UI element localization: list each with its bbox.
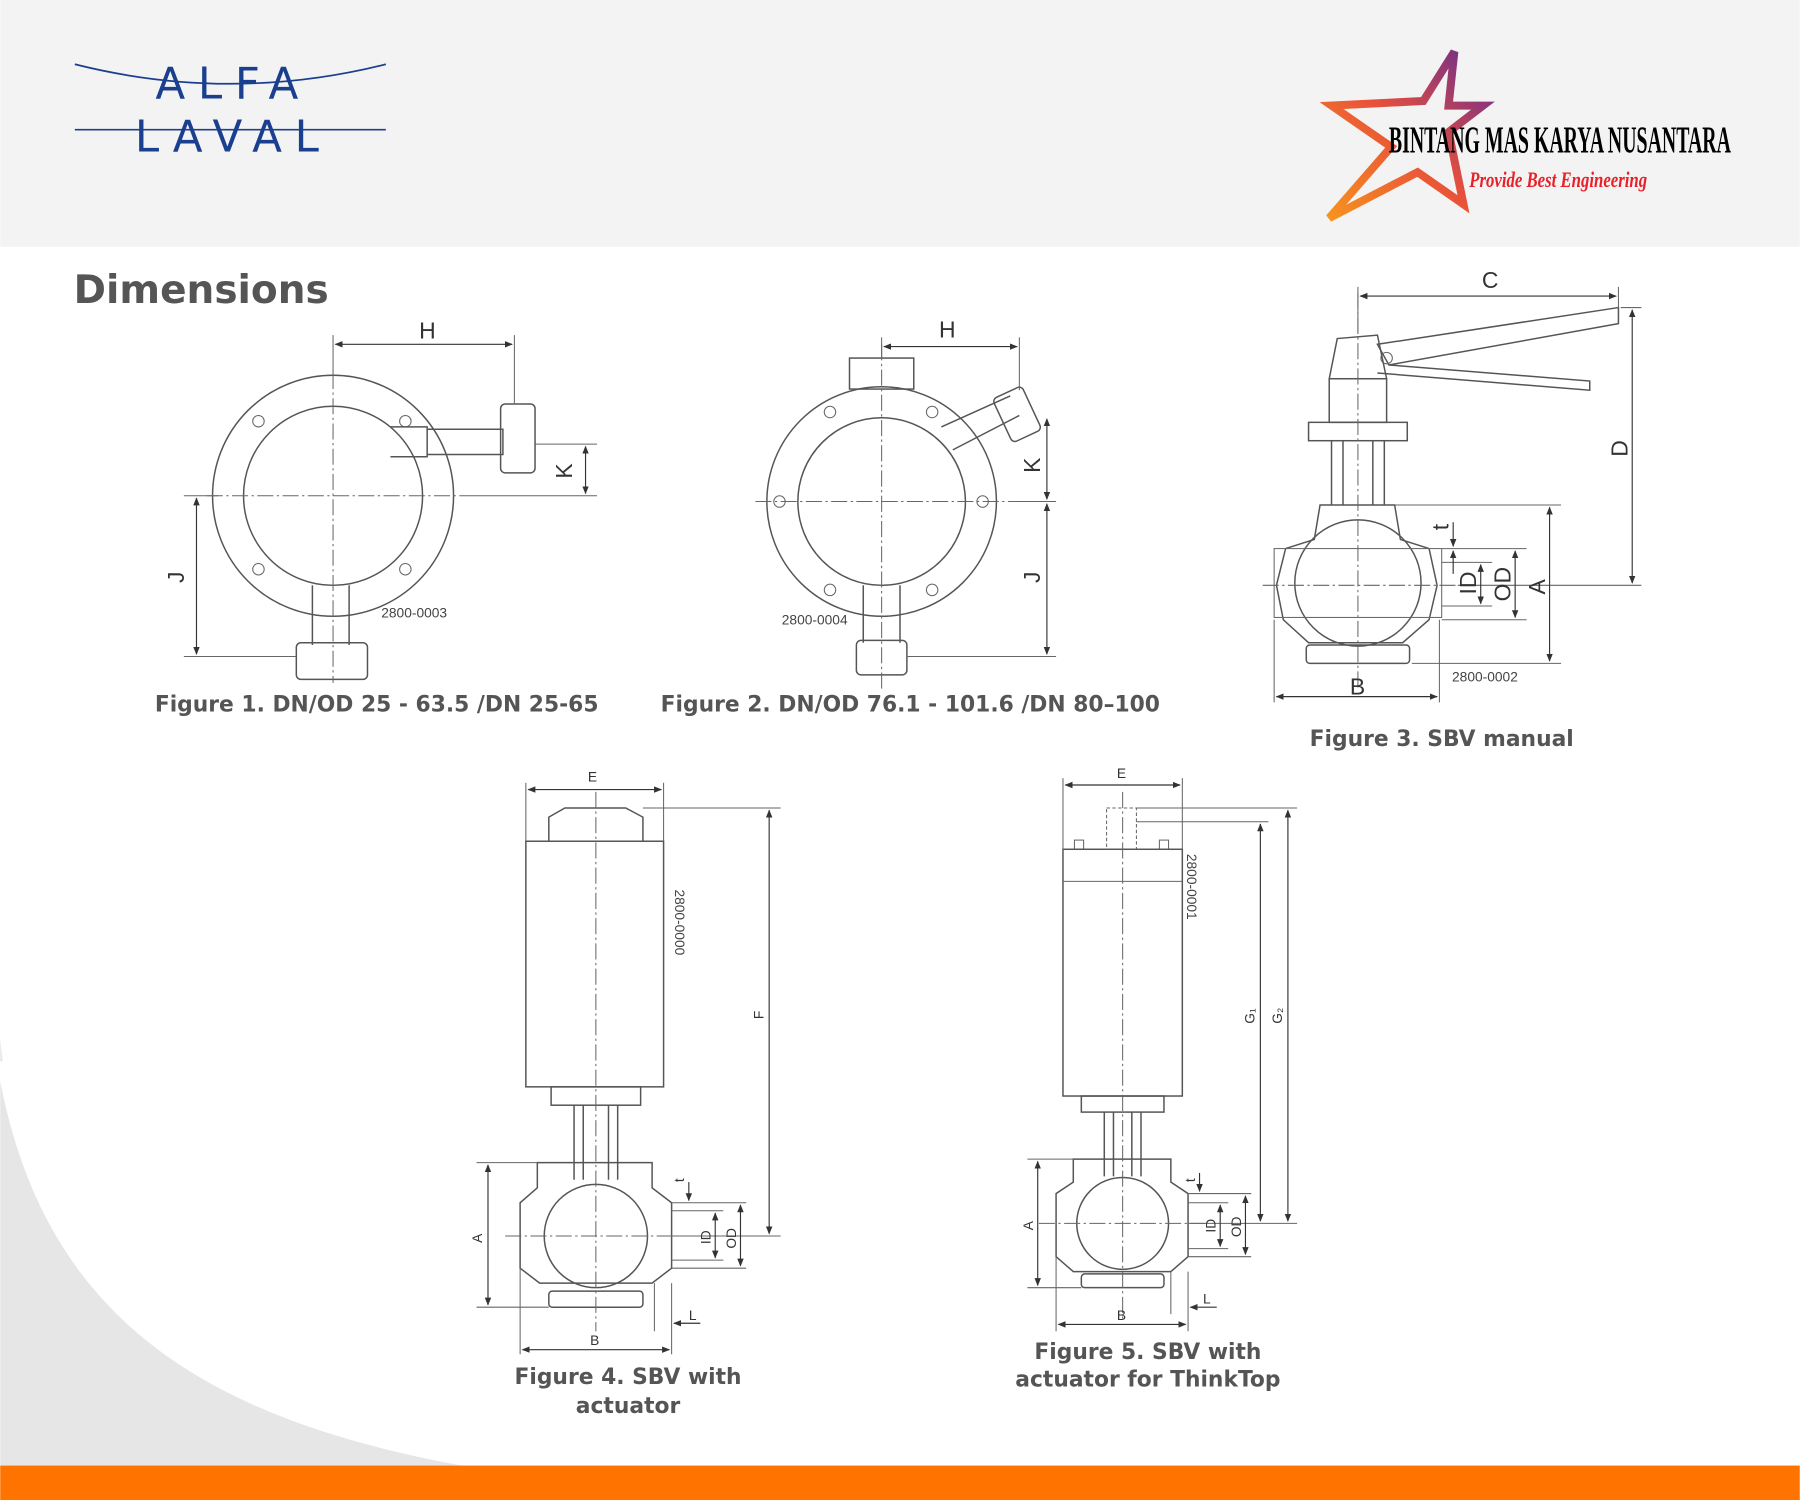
figure-2-drawing: H K J 2800-0004 <box>755 316 1057 689</box>
dim-label-b: B <box>1117 1308 1126 1323</box>
header-band <box>0 0 1800 247</box>
dim-label-id: ID <box>1455 572 1481 595</box>
dim-label-g1: G₁ <box>1243 1008 1258 1024</box>
decorative-swoosh <box>0 1038 483 1466</box>
dim-label-h: H <box>939 316 956 342</box>
dim-label-e: E <box>1117 766 1126 781</box>
alfa-laval-logo-text: ALFA LAVAL <box>134 58 332 162</box>
figure-5-drawing: E G₁ G₂ A OD ID t B L 2800-0001 <box>1021 766 1298 1332</box>
figure-4-caption-line2: actuator <box>576 1394 681 1419</box>
page-title: Dimensions <box>74 268 329 313</box>
dim-label-a: A <box>1021 1220 1036 1230</box>
dim-label-j: J <box>1019 572 1045 583</box>
dim-label-od: OD <box>1229 1216 1244 1237</box>
drawing-code: 2800-0002 <box>1452 670 1518 685</box>
dim-label-a: A <box>1524 578 1550 594</box>
dim-label-id: ID <box>699 1230 714 1244</box>
dim-label-od: OD <box>1490 567 1516 601</box>
figure-2-caption: Figure 2. DN/OD 76.1 - 101.6 /DN 80–100 <box>661 693 1160 718</box>
dim-label-l: L <box>689 1308 697 1323</box>
dim-label-d: D <box>1607 440 1633 457</box>
dim-label-b: B <box>1350 673 1365 699</box>
dim-label-h: H <box>419 318 436 344</box>
dim-label-e: E <box>588 770 597 785</box>
figure-5-caption-line1: Figure 5. SBV with <box>1034 1340 1261 1365</box>
drawing-code: 2800-0003 <box>381 605 447 620</box>
figure-4-caption-line1: Figure 4. SBV with <box>514 1365 741 1390</box>
company-tagline: Provide Best Engineering <box>1468 168 1647 192</box>
dim-label-b: B <box>590 1333 599 1348</box>
footer-bar <box>0 1465 1800 1500</box>
figure-5-caption-line2: actuator for ThinkTop <box>1015 1367 1280 1392</box>
dim-label-od: OD <box>724 1228 739 1249</box>
dim-label-j: J <box>163 572 189 583</box>
drawing-code: 2800-0001 <box>1184 854 1199 920</box>
dim-label-l: L <box>1203 1292 1211 1307</box>
figure-4-drawing: E F A OD ID t B L 2800-0000 <box>470 770 781 1355</box>
dim-label-t: t <box>672 1178 687 1182</box>
dim-label-c: C <box>1482 267 1499 293</box>
figure-1-caption: Figure 1. DN/OD 25 - 63.5 /DN 25-65 <box>155 693 599 718</box>
dim-label-t: t <box>1428 523 1454 530</box>
alfa-laval-logo: ALFA LAVAL <box>74 58 387 162</box>
figure-3-drawing: C D A OD ID t B 2800-0002 <box>1262 267 1642 703</box>
dim-label-g2: G₂ <box>1270 1008 1285 1024</box>
dim-label-a: A <box>470 1233 485 1243</box>
bintang-mas-logo: BINTANG MAS KARYA NUSANTARA Provide Best… <box>1319 49 1731 222</box>
figure-1-drawing: H K J 2800-0003 <box>163 318 598 683</box>
dim-label-k: K <box>1019 457 1045 473</box>
dim-label-id: ID <box>1204 1219 1219 1233</box>
drawing-code: 2800-0000 <box>672 889 687 955</box>
dim-label-k: K <box>551 463 577 479</box>
dim-label-t: t <box>1183 1178 1198 1182</box>
figure-3-caption: Figure 3. SBV manual <box>1310 727 1574 752</box>
drawing-code: 2800-0004 <box>782 612 848 627</box>
company-name: BINTANG MAS KARYA NUSANTARA <box>1389 120 1731 162</box>
dim-label-f: F <box>751 1011 766 1019</box>
